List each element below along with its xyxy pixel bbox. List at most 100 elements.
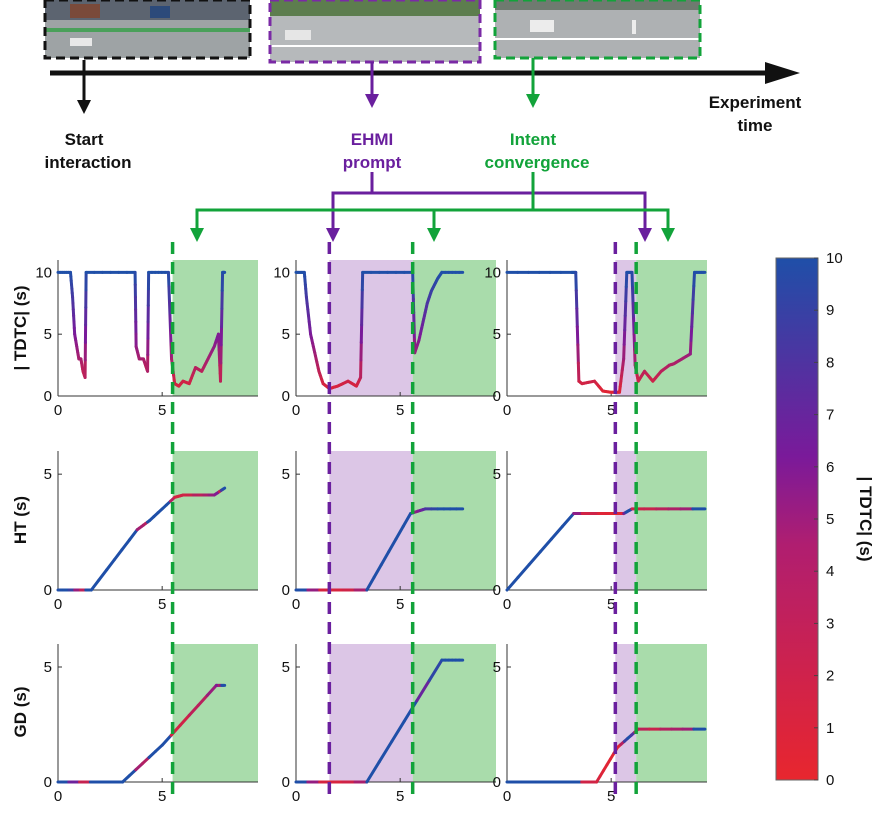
colorbar-tick-label: 0 bbox=[826, 772, 834, 789]
intent-shade bbox=[172, 451, 258, 590]
event-start-line1: Start bbox=[65, 130, 104, 149]
series-segment bbox=[147, 749, 158, 759]
x-tick-label: 0 bbox=[54, 788, 62, 805]
y-tick-label: 0 bbox=[44, 582, 52, 599]
series-segment bbox=[168, 314, 172, 332]
frame-start bbox=[43, 0, 252, 60]
series-segment bbox=[576, 343, 580, 365]
y-tick-label: 5 bbox=[44, 659, 52, 676]
x-tick-label: 5 bbox=[607, 596, 615, 613]
y-tick-label: 10 bbox=[484, 264, 501, 281]
series-segment bbox=[691, 284, 696, 302]
intent-shade bbox=[412, 644, 496, 782]
series-segment bbox=[631, 286, 635, 305]
series-segment bbox=[575, 307, 579, 329]
x-tick-label: 0 bbox=[292, 788, 300, 805]
series-segment bbox=[112, 548, 124, 562]
series-segment bbox=[689, 325, 694, 342]
series-segment bbox=[97, 568, 109, 582]
timeline-label-1: Experiment bbox=[709, 93, 802, 112]
event-arrow-start bbox=[77, 60, 91, 114]
series-segment bbox=[167, 299, 172, 318]
series-segment bbox=[167, 285, 171, 303]
x-tick-label: 5 bbox=[396, 402, 404, 419]
intent-shade bbox=[636, 451, 707, 590]
series-segment bbox=[154, 743, 164, 753]
event-arrow-ehmi bbox=[365, 62, 379, 108]
x-tick-label: 5 bbox=[158, 596, 166, 613]
series-segment bbox=[549, 524, 565, 541]
colorbar-tick-label: 10 bbox=[826, 250, 843, 267]
y-tick-label: 0 bbox=[493, 774, 501, 791]
frame-ehmi bbox=[268, 0, 482, 64]
series-segment bbox=[692, 270, 696, 288]
intent-shade bbox=[172, 260, 258, 396]
intent-shade bbox=[172, 644, 258, 782]
colorbar-tick-label: 7 bbox=[826, 407, 834, 424]
event-start-line2: interaction bbox=[45, 153, 132, 172]
series-segment bbox=[427, 658, 444, 682]
x-tick-label: 0 bbox=[503, 596, 511, 613]
series-segment bbox=[624, 285, 628, 303]
series-segment bbox=[415, 678, 431, 703]
series-segment bbox=[622, 342, 626, 361]
series-segment bbox=[365, 575, 376, 592]
series-segment bbox=[205, 683, 218, 697]
series-segment bbox=[140, 755, 151, 766]
series-segment bbox=[576, 361, 581, 383]
series-segment bbox=[379, 550, 391, 567]
y-tick-label: 5 bbox=[282, 466, 290, 483]
series-segment bbox=[401, 512, 413, 528]
ehmi-shade bbox=[329, 451, 413, 590]
y-tick-label: 10 bbox=[273, 264, 290, 281]
series-segment bbox=[623, 314, 627, 332]
ylabel-ht: HT (s) bbox=[11, 496, 30, 544]
series-segment bbox=[574, 288, 579, 311]
colorbar-tick-label: 9 bbox=[826, 302, 834, 319]
x-tick-label: 0 bbox=[503, 788, 511, 805]
series-segment bbox=[690, 298, 695, 315]
y-tick-label: 0 bbox=[282, 582, 290, 599]
colorbar-tick-label: 8 bbox=[826, 354, 834, 371]
series-segment bbox=[372, 563, 383, 579]
colorbar-tick-label: 3 bbox=[826, 615, 834, 632]
series-segment bbox=[377, 739, 394, 764]
y-tick-label: 5 bbox=[493, 326, 501, 343]
x-tick-label: 0 bbox=[54, 596, 62, 613]
ehmi-shade bbox=[615, 451, 637, 590]
colorbar-tick-label: 4 bbox=[826, 563, 834, 580]
series-segment bbox=[365, 760, 381, 784]
series-segment bbox=[394, 524, 405, 541]
series-segment bbox=[196, 693, 209, 707]
x-tick-label: 0 bbox=[503, 402, 511, 419]
series-segment bbox=[632, 317, 636, 336]
series-segment bbox=[631, 301, 636, 321]
series-segment bbox=[178, 713, 191, 727]
event-arrow-intent bbox=[526, 58, 540, 108]
video-frames bbox=[43, 0, 702, 64]
event-intent-line1: Intent bbox=[510, 130, 557, 149]
y-tick-label: 5 bbox=[44, 466, 52, 483]
intent-shade bbox=[412, 260, 496, 396]
intent-shade bbox=[412, 451, 496, 590]
series-segment bbox=[690, 311, 694, 329]
colorbar-tick-label: 2 bbox=[826, 668, 834, 685]
series-segment bbox=[187, 703, 200, 717]
x-tick-label: 5 bbox=[158, 402, 166, 419]
x-tick-label: 5 bbox=[158, 788, 166, 805]
y-tick-label: 5 bbox=[282, 659, 290, 676]
x-tick-label: 5 bbox=[396, 788, 404, 805]
series-segment bbox=[575, 325, 580, 347]
series-segment bbox=[390, 719, 406, 743]
y-tick-label: 0 bbox=[282, 774, 290, 791]
event-ehmi-line2: prompt bbox=[343, 153, 402, 172]
y-tick-label: 10 bbox=[35, 264, 52, 281]
series-segment bbox=[160, 733, 173, 747]
series-segment bbox=[623, 299, 628, 318]
series-segment bbox=[624, 270, 629, 289]
